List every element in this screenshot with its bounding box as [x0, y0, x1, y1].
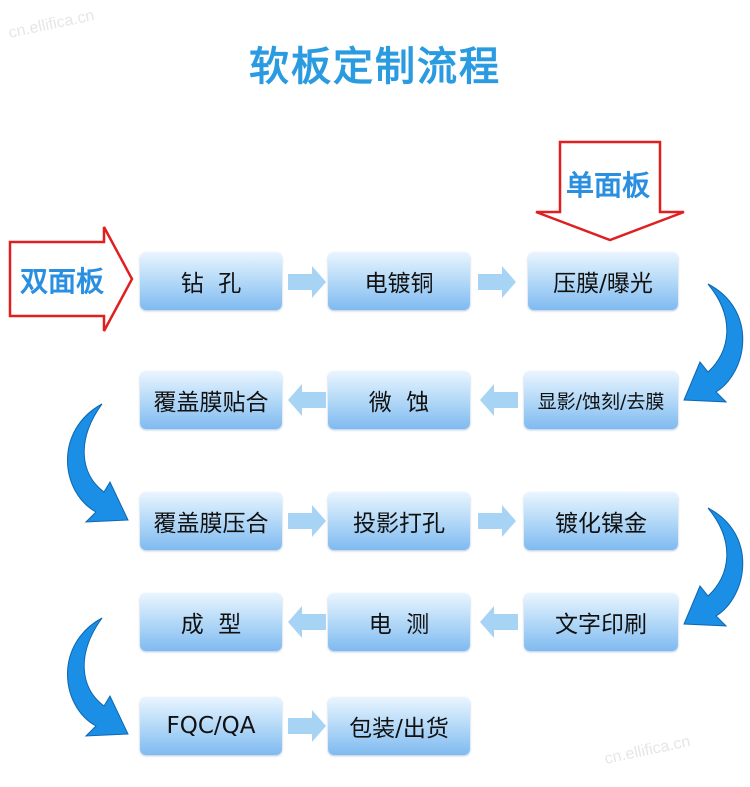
arrow-right-icon [478, 505, 516, 537]
arrow-right-icon [288, 505, 326, 537]
step-drilling: 钻 孔 [140, 252, 282, 310]
arrow-right-icon [288, 266, 326, 298]
step-coverlay-press: 覆盖膜压合 [140, 492, 282, 550]
step-projection-punch: 投影打孔 [328, 492, 470, 550]
single-sided-label: 单面板 [566, 169, 651, 202]
arrow-left-icon [480, 606, 518, 638]
curved-arrow-icon [683, 283, 744, 403]
step-legend-printing: 文字印刷 [524, 593, 678, 651]
step-electrical-test: 电 测 [328, 593, 470, 651]
arrow-right-icon [478, 266, 516, 298]
step-develop-etch-strip: 显影/蚀刻/去膜 [524, 371, 678, 429]
arrow-left-icon [288, 606, 326, 638]
curved-arrow-icon [683, 507, 744, 627]
step-packing-shipping: 包装/出货 [328, 697, 470, 755]
step-lamination-exposure: 压膜/曝光 [528, 252, 678, 310]
curved-arrow-icon [67, 403, 129, 523]
arrow-left-icon [480, 384, 518, 416]
arrow-left-icon [288, 384, 326, 416]
step-enig: 镀化镍金 [524, 492, 678, 550]
double-sided-entry-arrow [8, 226, 134, 332]
curved-arrow-icon [67, 617, 129, 737]
step-micro-etch: 微 蚀 [328, 371, 470, 429]
step-coverlay-attach: 覆盖膜贴合 [140, 371, 282, 429]
double-sided-label: 双面板 [20, 265, 105, 298]
arrow-right-icon [288, 710, 326, 742]
single-sided-entry-arrow [535, 140, 685, 242]
page-title: 软板定制流程 [249, 44, 501, 90]
step-forming: 成 型 [140, 593, 282, 651]
step-copper-plating: 电镀铜 [328, 252, 470, 310]
step-fqc-qa: FQC/QA [140, 697, 282, 755]
